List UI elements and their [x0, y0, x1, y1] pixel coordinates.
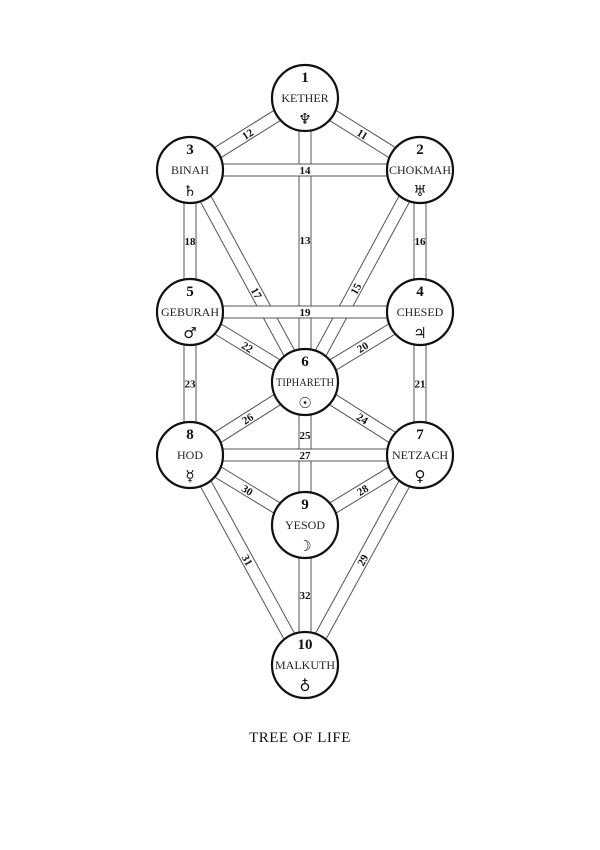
sun-icon: ☉ [298, 394, 311, 412]
sephirah-name: TIPHARETH [276, 375, 334, 389]
saturn-icon: ♄ [183, 182, 196, 200]
path-label: 27 [300, 450, 312, 462]
sephirah-name: BINAH [171, 163, 209, 177]
path-label: 14 [300, 165, 312, 177]
sephirah-circle [155, 135, 225, 205]
sephirah-number: 4 [416, 284, 424, 300]
sephirah-number: 2 [416, 142, 424, 158]
sephirah-name: GEBURAH [161, 305, 219, 319]
sephirah-name: NETZACH [392, 448, 448, 462]
sephirah-number: 10 [298, 637, 313, 653]
path-label: 25 [300, 430, 312, 442]
sephirah-number: 1 [301, 70, 309, 86]
path-label: 16 [415, 236, 427, 248]
path-label: 23 [185, 379, 197, 391]
mars-icon: ♂ [183, 324, 196, 342]
sephirah-circle [270, 630, 340, 700]
neptune-icon: ♆ [298, 110, 311, 128]
path-label: 21 [415, 379, 426, 391]
sephirah-circle [155, 277, 225, 347]
moon-icon: ☽ [298, 537, 311, 555]
sephirah-name: CHESED [397, 305, 444, 319]
path-label: 18 [185, 236, 197, 248]
path-label: 32 [300, 590, 312, 602]
sephirah-name: HOD [177, 448, 203, 462]
sephirah-number: 9 [301, 497, 309, 513]
sephirah-name: YESOD [285, 518, 325, 532]
sephirah-name: CHOKMAH [389, 163, 451, 177]
sephirah-circle [155, 420, 225, 490]
path-label: 31 [239, 553, 255, 568]
path-labels-layer: 1112131415161718192021222324252627282930… [185, 127, 427, 602]
sephirah-circle [270, 63, 340, 133]
sephirah-name: KETHER [281, 91, 328, 105]
jupiter-icon: ♃ [413, 324, 426, 342]
earth-icon: ♁ [300, 677, 311, 695]
uranus-icon: ♅ [413, 182, 426, 200]
sephirah-name: MALKUTH [275, 658, 335, 672]
sephirah-circle [385, 277, 455, 347]
sephirah-circle [270, 490, 340, 560]
sephirah-circle [270, 347, 340, 417]
sephirah-number: 5 [186, 284, 194, 300]
mercury-icon: ☿ [185, 467, 194, 485]
venus-icon: ♀ [415, 467, 426, 485]
path-label: 19 [300, 307, 312, 319]
path-label: 13 [300, 235, 312, 247]
sephirah-circle [385, 420, 455, 490]
sephirah-number: 7 [416, 427, 424, 443]
sephirah-number: 3 [186, 142, 194, 158]
diagram-title: TREE OF LIFE [249, 730, 351, 746]
sephirah-number: 8 [186, 427, 194, 443]
sephirah-circle [385, 135, 455, 205]
sephirah-number: 6 [301, 354, 309, 370]
